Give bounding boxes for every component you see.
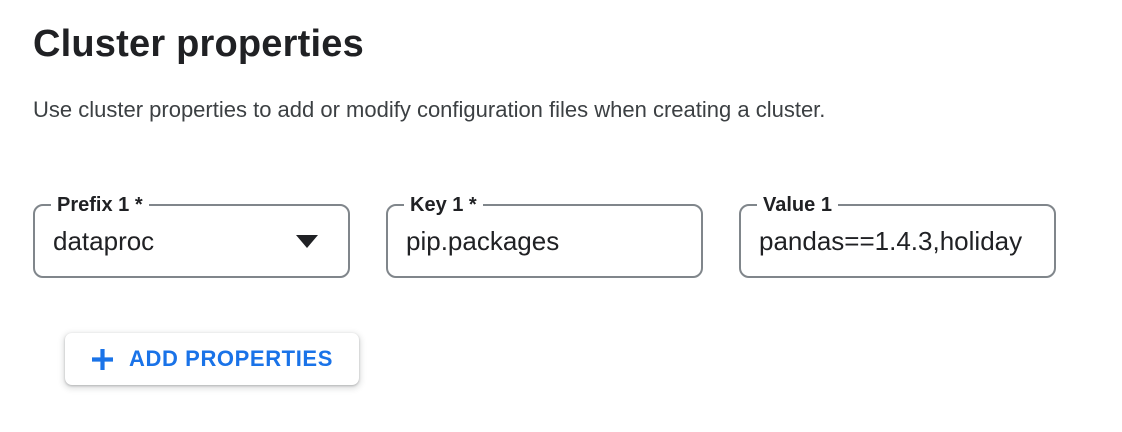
add-properties-button[interactable]: ADD PROPERTIES <box>65 333 359 385</box>
value-field: Value 1 <box>739 193 1056 278</box>
value-label: Value 1 <box>757 193 838 217</box>
add-properties-label: ADD PROPERTIES <box>129 346 333 371</box>
prefix-selected-value: dataproc <box>53 225 155 256</box>
key-input[interactable] <box>406 225 697 257</box>
key-label: Key 1 * <box>404 193 483 217</box>
prefix-label: Prefix 1 * <box>51 193 149 217</box>
key-field: Key 1 * <box>386 193 703 278</box>
prefix-select[interactable]: Prefix 1 * dataproc <box>33 193 350 278</box>
property-row-1: Prefix 1 * dataproc Key 1 * Value 1 <box>33 193 1122 278</box>
page-title: Cluster properties <box>33 23 364 65</box>
plus-icon <box>89 346 116 373</box>
page-description: Use cluster properties to add or modify … <box>33 97 826 122</box>
dropdown-arrow-icon[interactable] <box>296 234 318 248</box>
section-content: Cluster properties Use cluster propertie… <box>33 23 1122 385</box>
value-input[interactable] <box>759 225 1050 257</box>
